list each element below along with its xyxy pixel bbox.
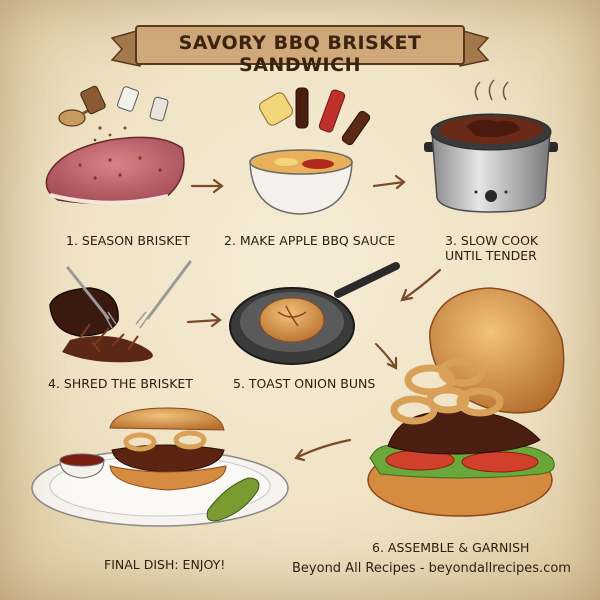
step-label-season-brisket: 1. SEASON BRISKET bbox=[66, 233, 190, 248]
step-label-shred-brisket: 4. SHRED THE BRISKET bbox=[48, 376, 193, 391]
arrow-2-to-3-icon bbox=[372, 174, 406, 190]
title-banner bbox=[110, 25, 490, 67]
page-title: SAVORY BBQ BRISKET SANDWICH bbox=[178, 32, 422, 76]
step-label-assemble-garnish: 6. ASSEMBLE & GARNISH bbox=[372, 540, 530, 555]
arrow-1-to-2-icon bbox=[190, 178, 224, 194]
arrow-6-to-final-icon bbox=[294, 438, 352, 462]
arrow-5-to-6-icon bbox=[374, 342, 398, 370]
flow-arrows bbox=[186, 174, 442, 462]
step-label-toast-buns: 5. TOAST ONION BUNS bbox=[233, 376, 376, 391]
step-label-make-sauce: 2. MAKE APPLE BBQ SAUCE bbox=[224, 233, 396, 248]
step5-frying-pan-icon bbox=[229, 262, 400, 365]
arrow-3-to-4-icon bbox=[400, 268, 442, 302]
step-label-slow-cook-line2: UNTIL TENDER bbox=[445, 248, 537, 263]
final-dish-plate-icon bbox=[31, 407, 289, 527]
arrow-4-to-5-icon bbox=[186, 312, 222, 328]
step3-slow-cooker-icon bbox=[424, 79, 558, 213]
step6-assembled-sandwich-icon bbox=[367, 287, 565, 517]
step4-shredded-brisket-icon bbox=[49, 260, 192, 363]
step1-raw-brisket-icon bbox=[45, 136, 185, 205]
step1-spice-shakers-icon bbox=[58, 85, 169, 142]
step-label-slow-cook-line1: 3. SLOW COOK bbox=[445, 233, 539, 248]
credit-footer: Beyond All Recipes - beyondallrecipes.co… bbox=[292, 561, 571, 576]
step2-sauce-bowl-icon bbox=[249, 87, 371, 215]
step-label-final-dish: FINAL DISH: ENJOY! bbox=[104, 557, 226, 572]
